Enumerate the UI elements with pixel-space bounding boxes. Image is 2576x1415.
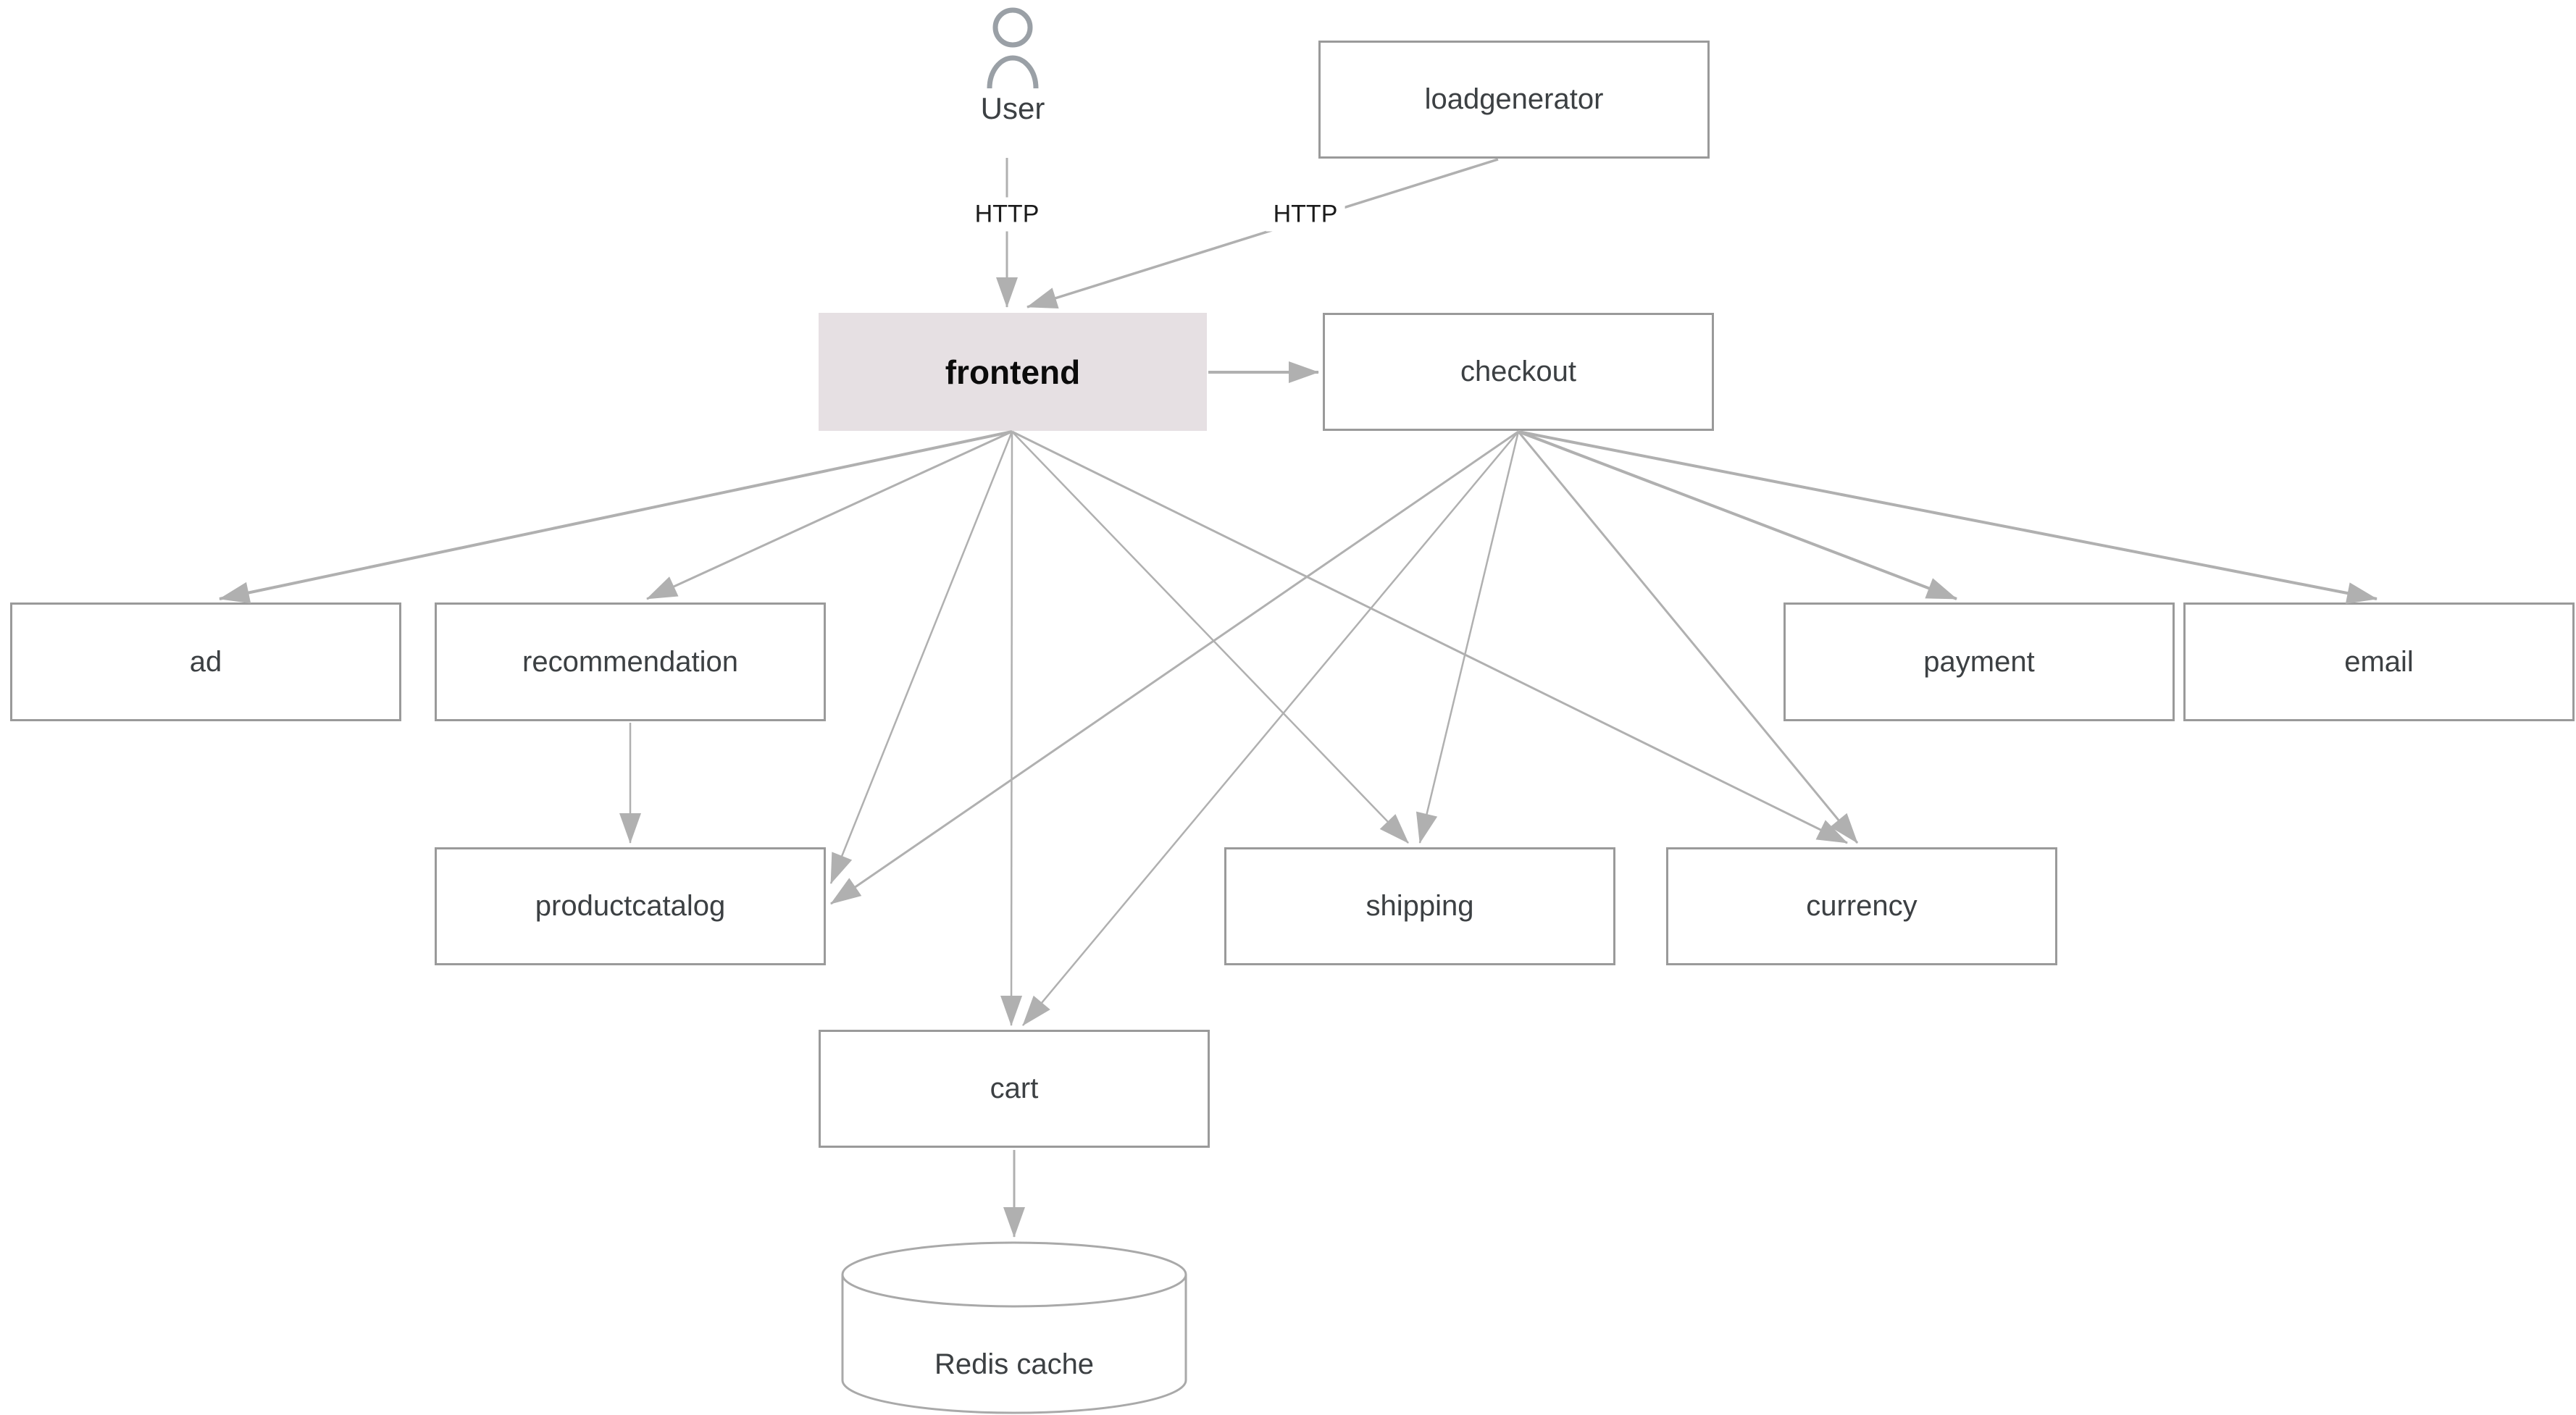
node-recommendation: recommendation (435, 602, 826, 721)
payment-label: payment (1923, 645, 2035, 678)
ad-label: ad (189, 645, 222, 678)
loadgenerator-label: loadgenerator (1424, 83, 1604, 115)
node-redis: Redis cache (840, 1240, 1188, 1415)
node-loadgenerator: loadgenerator (1318, 41, 1710, 159)
email-label: email (2344, 645, 2414, 678)
productcatalog-label: productcatalog (535, 890, 726, 922)
node-checkout: checkout (1323, 313, 1714, 431)
node-currency: currency (1666, 847, 2057, 965)
cylinder-icon (841, 1241, 1187, 1414)
edge-label-user-to-frontend: HTTP (967, 197, 1047, 232)
recommendation-label: recommendation (522, 645, 738, 678)
edge-label-loadgenerator-to-frontend: HTTP (1266, 197, 1345, 232)
node-ad: ad (10, 602, 401, 721)
node-cart: cart (819, 1030, 1210, 1148)
node-frontend: frontend (819, 313, 1207, 431)
redis-label: Redis cache (934, 1348, 1095, 1380)
node-user: User (971, 7, 1054, 130)
user-label: User (980, 91, 1045, 125)
node-productcatalog: productcatalog (435, 847, 826, 965)
frontend-label: frontend (945, 353, 1081, 391)
cart-label: cart (990, 1072, 1039, 1104)
checkout-label: checkout (1460, 356, 1577, 387)
currency-label: currency (1806, 890, 1918, 922)
person-icon (987, 7, 1039, 89)
node-email: email (2183, 602, 2575, 721)
